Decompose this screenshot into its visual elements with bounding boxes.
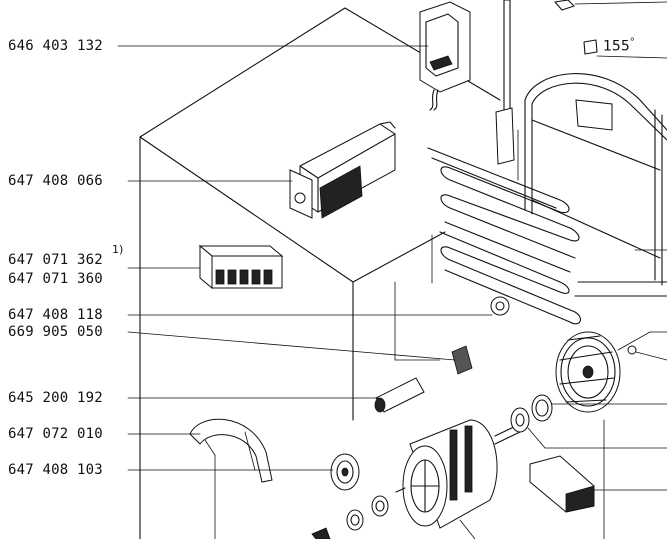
part-number-label: 647 408 103 xyxy=(8,462,103,478)
washers xyxy=(311,495,389,539)
part-number-label: 647 408 118 xyxy=(8,307,103,323)
heating-element-coils xyxy=(427,147,667,325)
part-number-label: 647 072 010 xyxy=(8,426,103,442)
thermostat xyxy=(583,39,667,59)
small-bracket xyxy=(451,345,473,375)
part-number-label: 647 408 066 xyxy=(8,173,103,189)
footnote-mark: 1) xyxy=(112,243,124,256)
angle-unit: ° xyxy=(629,37,635,48)
angle-value: 155 xyxy=(603,38,630,55)
part-number-label: 647 071 362 xyxy=(8,252,103,268)
right-leaders xyxy=(459,331,667,539)
part-number-label: 647 071 360 xyxy=(8,271,103,287)
control-module xyxy=(289,121,396,219)
part-number-label: 669 905 050 xyxy=(8,324,103,340)
thermostat-angle-label: 155° xyxy=(603,35,635,55)
part-number-label: 645 200 192 xyxy=(8,390,103,406)
timer-unit xyxy=(419,1,471,111)
capacitor xyxy=(374,377,425,413)
part-number-label: 646 403 132 xyxy=(8,38,103,54)
pulley xyxy=(330,453,360,491)
vertical-rod xyxy=(495,0,519,181)
seal-rings xyxy=(510,394,553,433)
fan-wheel xyxy=(555,331,637,413)
top-clip xyxy=(554,0,667,11)
terminal-block xyxy=(198,244,284,290)
small-grommet xyxy=(490,296,510,316)
drive-motor xyxy=(395,419,521,529)
callout-leaders xyxy=(117,45,493,471)
heater-frame xyxy=(524,73,667,286)
bottom-bracket xyxy=(529,455,595,513)
fan-cover xyxy=(189,418,273,483)
